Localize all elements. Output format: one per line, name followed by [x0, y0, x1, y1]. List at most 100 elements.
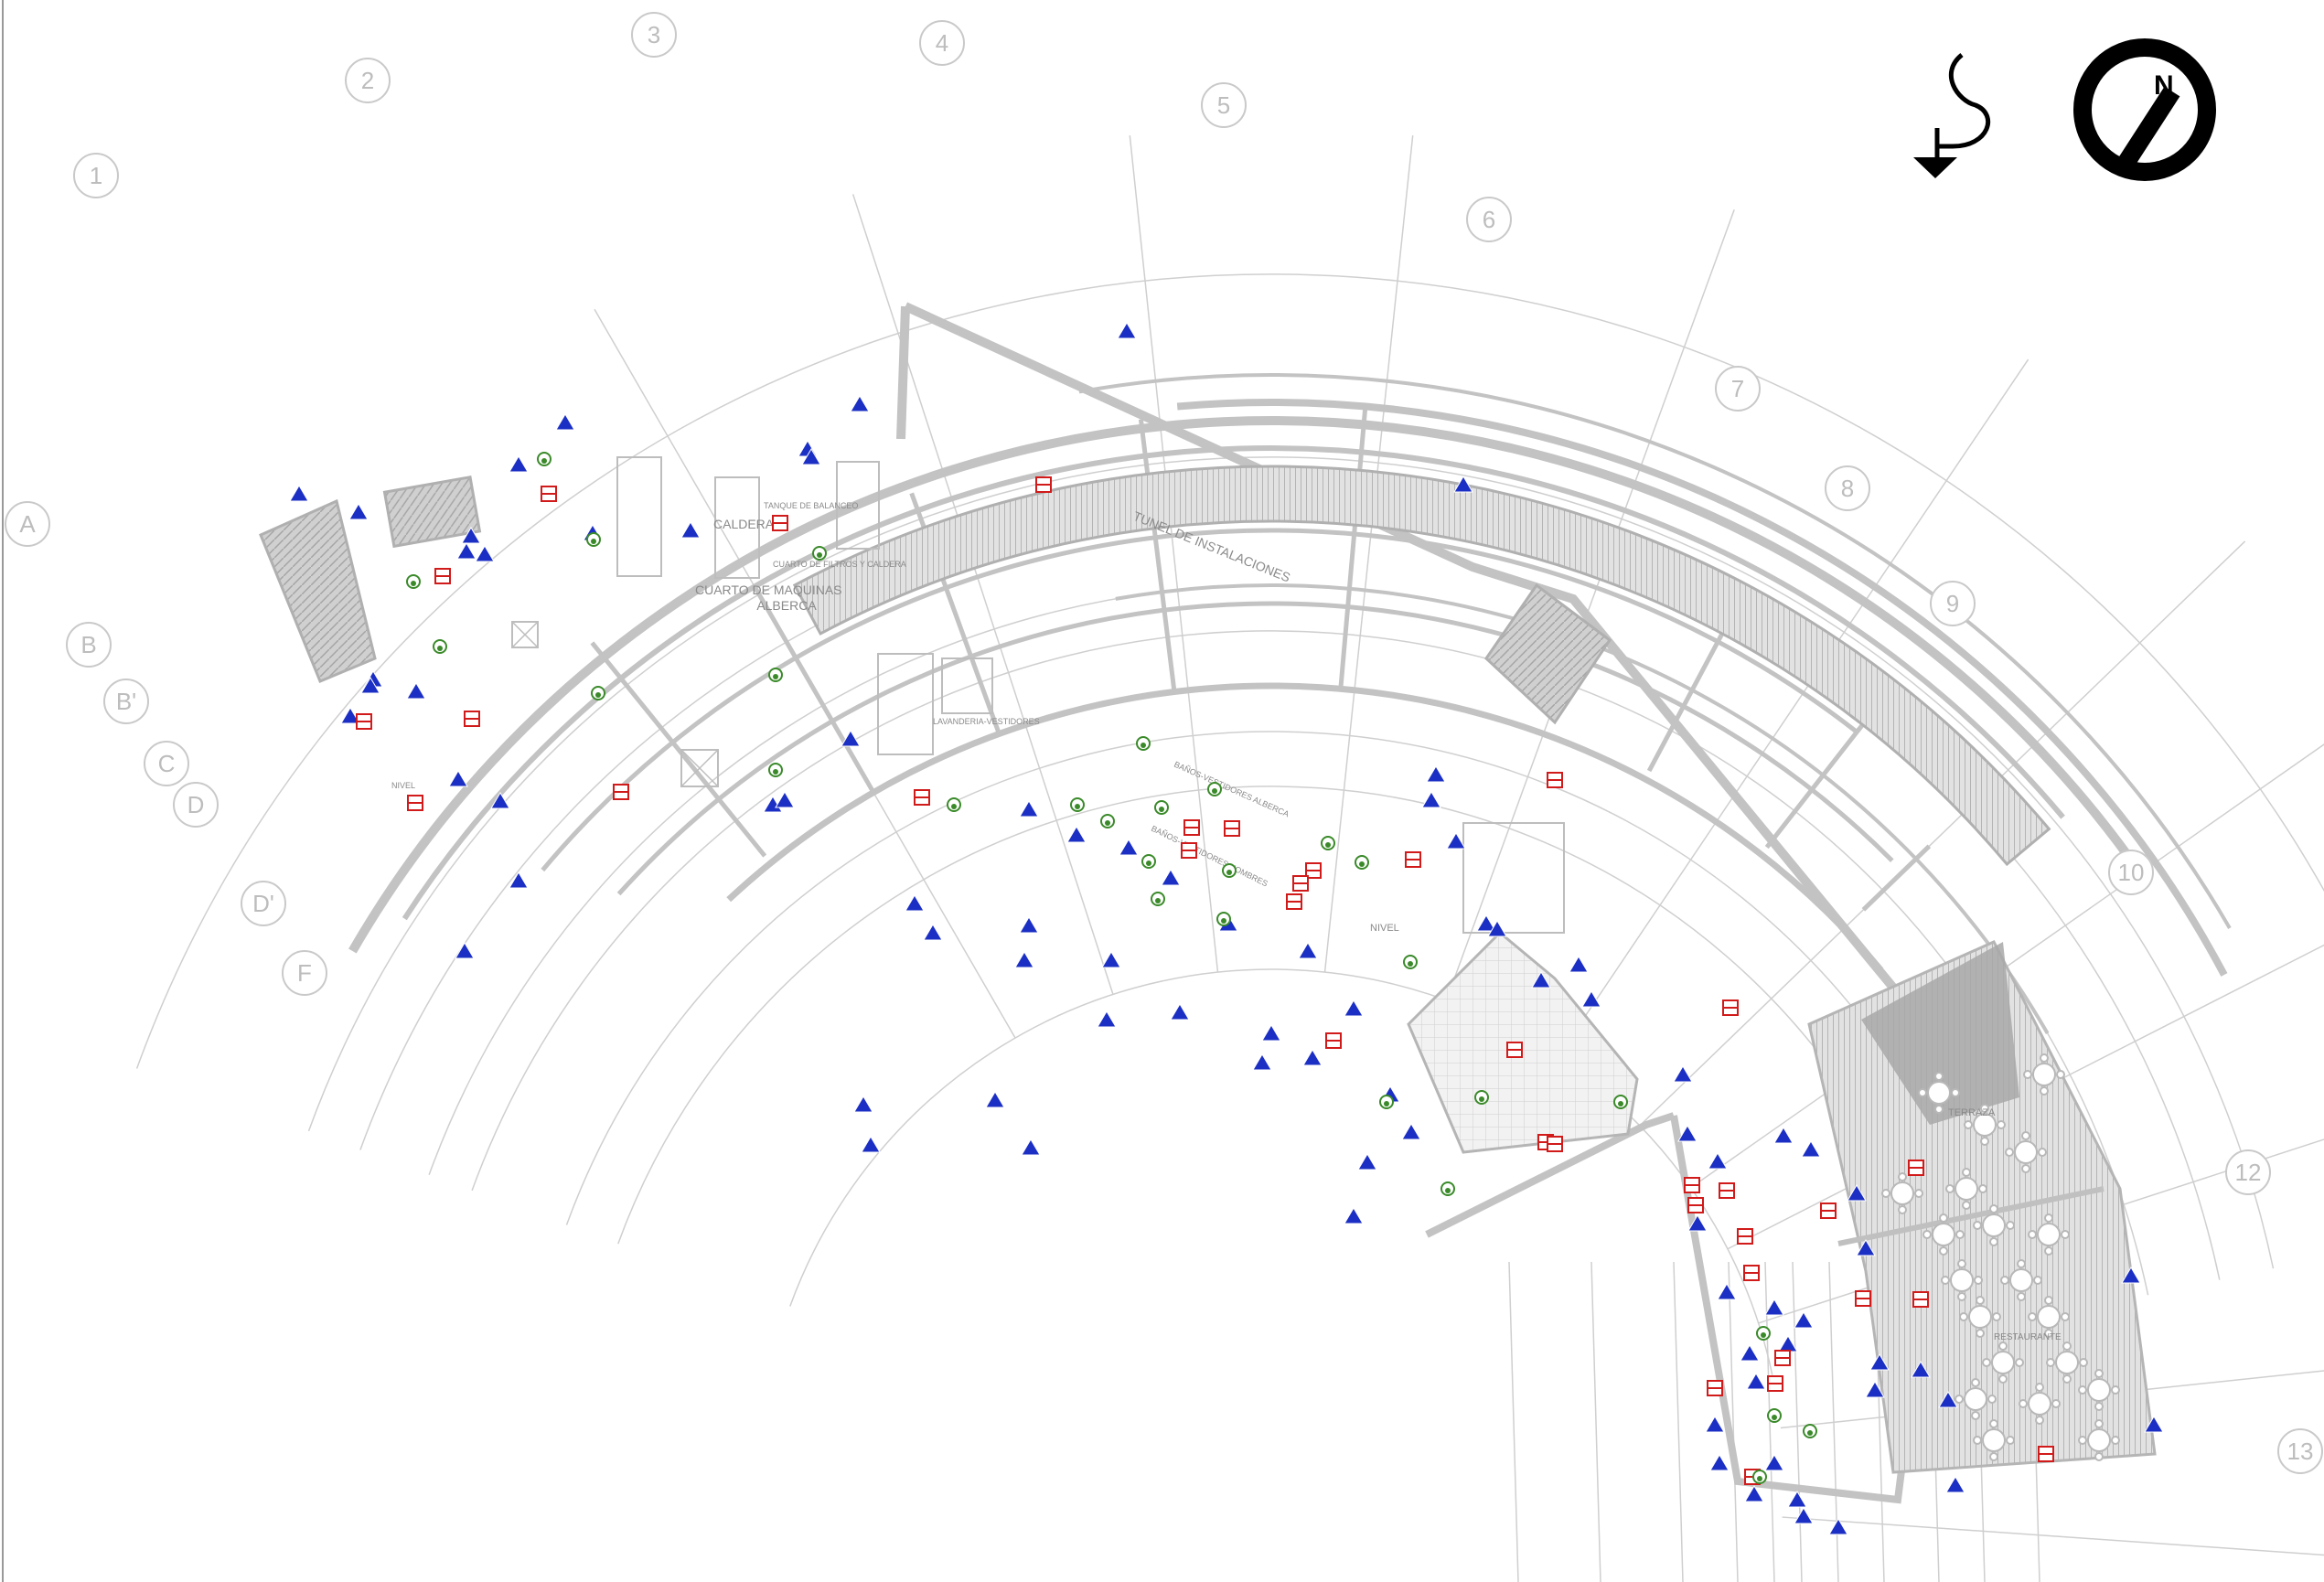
wall-arc [616, 601, 1894, 896]
blue-triangle-marker [1170, 1003, 1190, 1021]
blue-triangle-marker [1945, 1476, 1965, 1493]
restaurant-tables [1881, 1053, 2120, 1461]
chair [1980, 1137, 1989, 1146]
blue-triangle-marker [1119, 839, 1139, 856]
chair [1976, 1296, 1985, 1305]
table [1964, 1387, 1987, 1411]
red-square-markers [356, 476, 2054, 1485]
wall-radial [1646, 608, 1738, 773]
restaurant-wall [1670, 1115, 1906, 1504]
grid-ring-arc [617, 786, 1953, 1338]
grid-bubble-C-label: C [158, 750, 176, 777]
blue-triangle-marker [1021, 1138, 1041, 1156]
blue-triangle-marker [348, 503, 369, 520]
blue-triangle-marker [2121, 1267, 2141, 1284]
roof-stair-hatch [1484, 583, 1612, 725]
green-circle-marker-dot [1757, 1476, 1762, 1481]
chair [1982, 1358, 1991, 1367]
green-circle-marker-dot [1761, 1332, 1766, 1338]
chair [1998, 1341, 2008, 1351]
label-filters: CUARTO DE FILTROS Y CALDERA [773, 560, 906, 569]
blue-triangle-marker [1101, 951, 1121, 968]
label-level-2: NIVEL [391, 781, 415, 790]
blue-triangle-marker [1357, 1153, 1377, 1170]
table [2087, 1378, 2111, 1402]
blue-triangle-marker [1421, 791, 1441, 808]
blue-triangle-marker [1764, 1299, 1784, 1316]
chair [2094, 1402, 2104, 1411]
grid-bubble-7-label: 7 [1731, 375, 1744, 402]
chair [1955, 1395, 1964, 1404]
chair [1989, 1237, 1998, 1246]
grid-bubble-12-label: 12 [2235, 1159, 2262, 1186]
chair [1918, 1088, 1927, 1097]
green-circle-marker-dot [773, 674, 778, 679]
chair [2079, 1358, 2088, 1367]
chair [1974, 1276, 1983, 1285]
blue-triangle-marker [1673, 1065, 1693, 1083]
equipment-blocks [511, 456, 1565, 934]
grid-bubble-9: 9 [1930, 581, 1976, 626]
grid-bubble-5: 5 [1201, 82, 1247, 128]
grid-bubbles-ring: ABB'CDD'F [5, 501, 327, 996]
blue-triangle-marker [1828, 1518, 1848, 1535]
chair [2005, 1148, 2014, 1157]
wall-radial [1138, 419, 1177, 692]
blue-triangle-marker [1298, 942, 1318, 959]
grid-radial-line [1782, 1516, 2324, 1556]
chair [1971, 1378, 1980, 1387]
chair [1976, 1329, 1985, 1338]
grid-bubble-D-label: D [187, 791, 205, 818]
blue-triangle-marker [461, 527, 481, 544]
table [2087, 1428, 2111, 1452]
chair [2062, 1341, 2072, 1351]
label-terrace: TERRAZA [1948, 1107, 1996, 1118]
chair [1957, 1259, 1966, 1268]
grid-radial-line [1129, 135, 1219, 973]
blue-triangle-marker [801, 448, 821, 465]
grid-bubble-8-label: 8 [1841, 475, 1854, 502]
blue-triangle-marker [1746, 1373, 1766, 1390]
green-circle-marker-dot [437, 646, 443, 651]
table [1973, 1113, 1997, 1137]
pool-tank-right [714, 476, 760, 579]
wall-radial [590, 641, 767, 858]
blue-triangle-marker [1869, 1353, 1890, 1371]
chair [1989, 1204, 1998, 1213]
blue-triangle-marker [680, 521, 701, 539]
grid-ring-arc [307, 456, 2275, 1269]
hatched-roof-band [792, 465, 2051, 867]
chair [1934, 1072, 1944, 1081]
grid-vertical-line [1508, 1261, 1519, 1582]
green-circle-marker-dot [591, 539, 596, 544]
label-laundry: LAVANDERIA-VESTIDORES [933, 717, 1040, 726]
chair [2078, 1436, 2087, 1445]
blue-triangle-marker [1740, 1344, 1760, 1362]
grid-bubble-1: 1 [73, 153, 119, 198]
blue-triangle-marker [2144, 1416, 2164, 1433]
wall-radial [752, 585, 876, 794]
green-circle-marker-dot [1155, 898, 1161, 903]
grid-bubble-C: C [144, 741, 189, 786]
lower-wing-wall [1425, 1112, 1676, 1238]
green-circle-marker-dot [1445, 1188, 1451, 1193]
green-circle-marker-dot [1325, 842, 1331, 848]
chair [2017, 1292, 2026, 1301]
chair [2019, 1399, 2028, 1408]
chair [2035, 1416, 2044, 1425]
blue-triangle-marker [1911, 1361, 1931, 1378]
grid-vertical-line [1673, 1261, 1684, 1582]
chair [1973, 1436, 1982, 1445]
blue-triangle-marker [1709, 1454, 1730, 1471]
blue-triangle-marker [1794, 1311, 1814, 1329]
chair [2021, 1131, 2030, 1140]
grid-bubble-A: A [5, 501, 50, 547]
chair [1964, 1120, 1973, 1129]
blue-triangle-marker [456, 542, 477, 560]
vent-x-1 [680, 749, 719, 787]
blue-triangle-marker [1865, 1381, 1885, 1398]
blue-triangle-marker [923, 924, 943, 941]
blue-triangle-marker [555, 413, 575, 431]
table [1968, 1305, 1992, 1329]
